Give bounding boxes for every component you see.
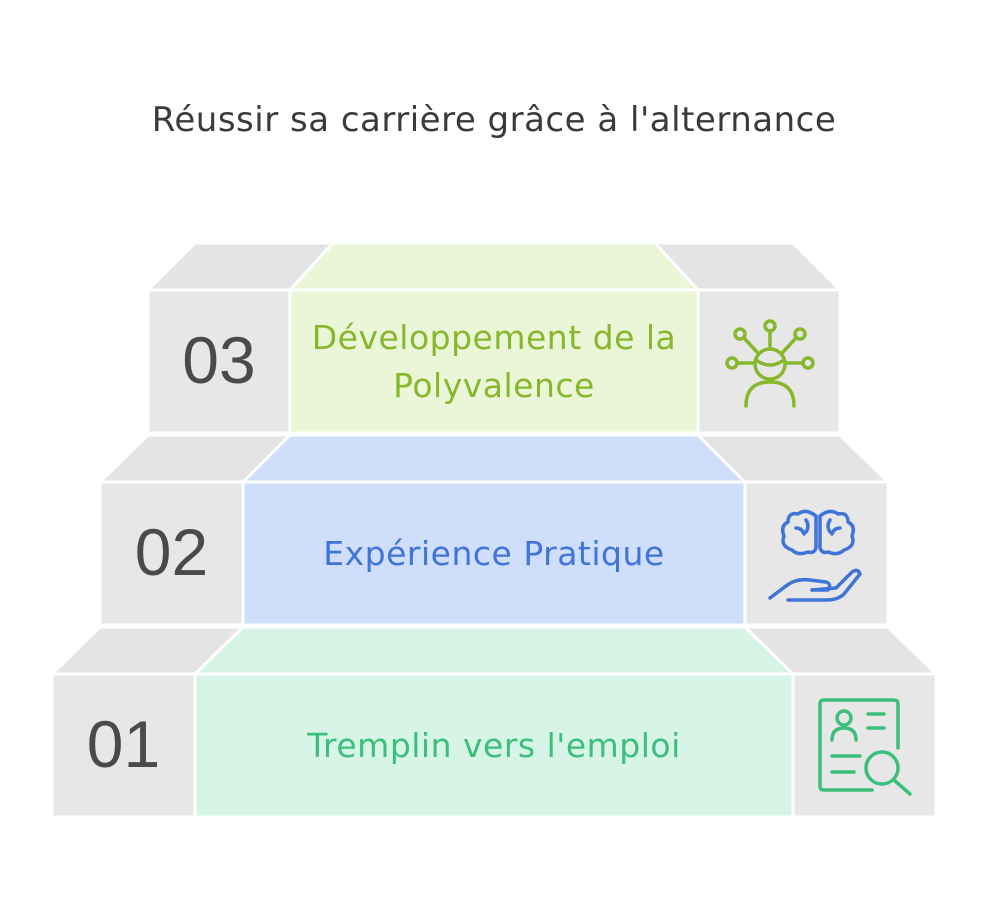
step-2-left-front bbox=[98, 480, 245, 627]
step-3-center-top bbox=[286, 241, 702, 292]
step-2-number: 02 bbox=[134, 515, 209, 589]
step-2-right-front bbox=[743, 480, 890, 627]
step-3-center-front bbox=[288, 288, 700, 435]
diagram-title: Réussir sa carrière grâce à l'alternance bbox=[151, 100, 837, 140]
step-3-number: 03 bbox=[182, 323, 256, 397]
step-3 bbox=[144, 241, 844, 435]
step-3-label: Développement de la Polyvalence bbox=[311, 318, 677, 405]
step-2 bbox=[96, 433, 892, 627]
step-1-number: 01 bbox=[86, 707, 161, 781]
step-1 bbox=[48, 625, 940, 819]
step-2-label: Expérience Pratique bbox=[323, 533, 665, 573]
step-1-center-top bbox=[191, 625, 797, 676]
brain-hand-icon bbox=[768, 509, 862, 602]
step-3-right-front bbox=[696, 288, 842, 435]
step-1-left-front bbox=[50, 672, 197, 819]
step-3-left-front bbox=[146, 288, 292, 435]
step-2-center-front bbox=[241, 480, 747, 627]
step-1-center-front bbox=[193, 672, 795, 819]
step-1-right-front bbox=[791, 672, 938, 819]
resume-search-icon bbox=[818, 698, 912, 796]
step-1-label: Tremplin vers l'emploi bbox=[307, 725, 681, 765]
step-2-center-top bbox=[239, 433, 749, 484]
person-network-icon bbox=[725, 319, 815, 408]
